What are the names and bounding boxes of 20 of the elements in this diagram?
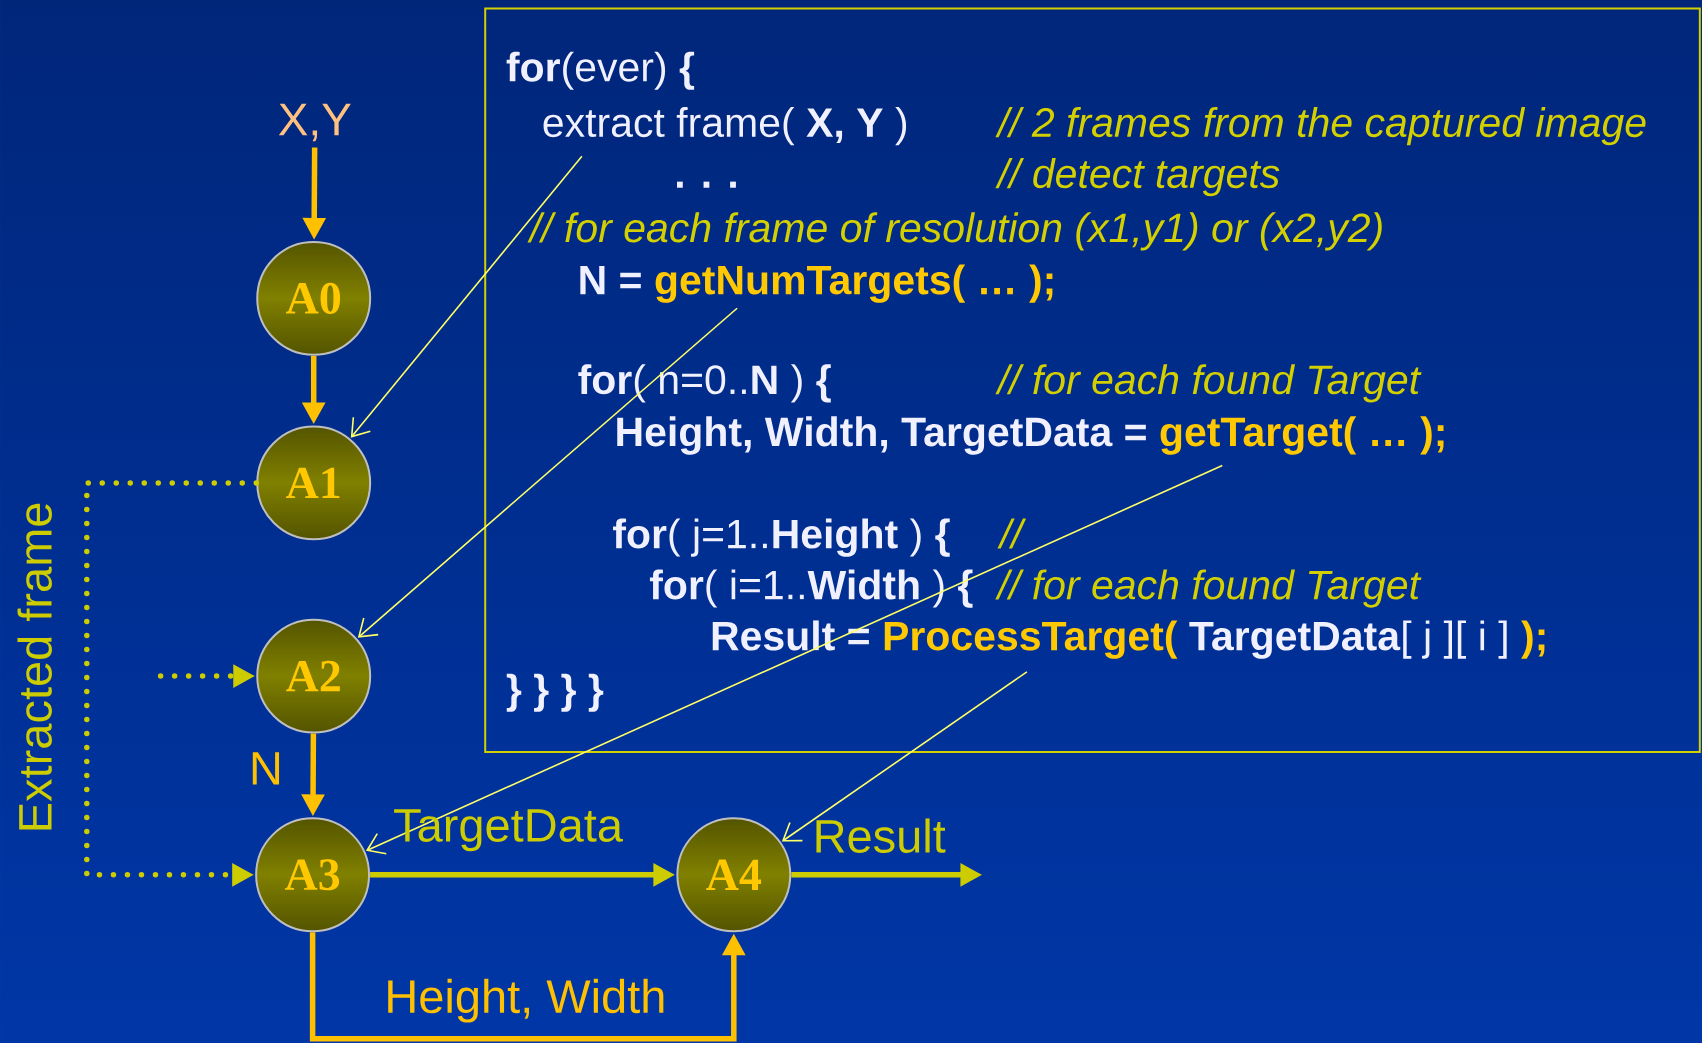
edge-label: Extracted frame	[17, 503, 52, 830]
code-line: // for each frame of resolution (x1,y1) or (x2,y2)	[527, 212, 1382, 251]
code-line: . . . // detect targets	[677, 158, 1280, 197]
edge-label: N	[252, 752, 280, 785]
edge-label: TargetData	[394, 809, 623, 852]
leader-line	[781, 671, 1028, 842]
leader-line	[350, 155, 583, 438]
code-line: Height, Width, TargetData = getTarget( … );	[617, 416, 1444, 455]
edge-label: Height, Width	[388, 978, 664, 1023]
code-line: for(ever) {	[506, 51, 695, 90]
code-line: extract frame( X, Y ) // 2 frames from the captured image	[543, 107, 1646, 146]
leader-line	[357, 307, 738, 638]
code-line: } } } }	[506, 673, 604, 712]
code-line: Result = ProcessTarget( TargetData[ j ][ i ] );	[712, 620, 1545, 659]
code-line: N = getNumTargets( … );	[580, 264, 1053, 303]
leader-line	[365, 464, 1224, 855]
edge-label: Result	[816, 818, 946, 853]
input-label: X,Y	[278, 103, 351, 142]
code-line: for( j=1..Height ) { //	[613, 518, 1027, 557]
code-box	[484, 7, 1701, 754]
